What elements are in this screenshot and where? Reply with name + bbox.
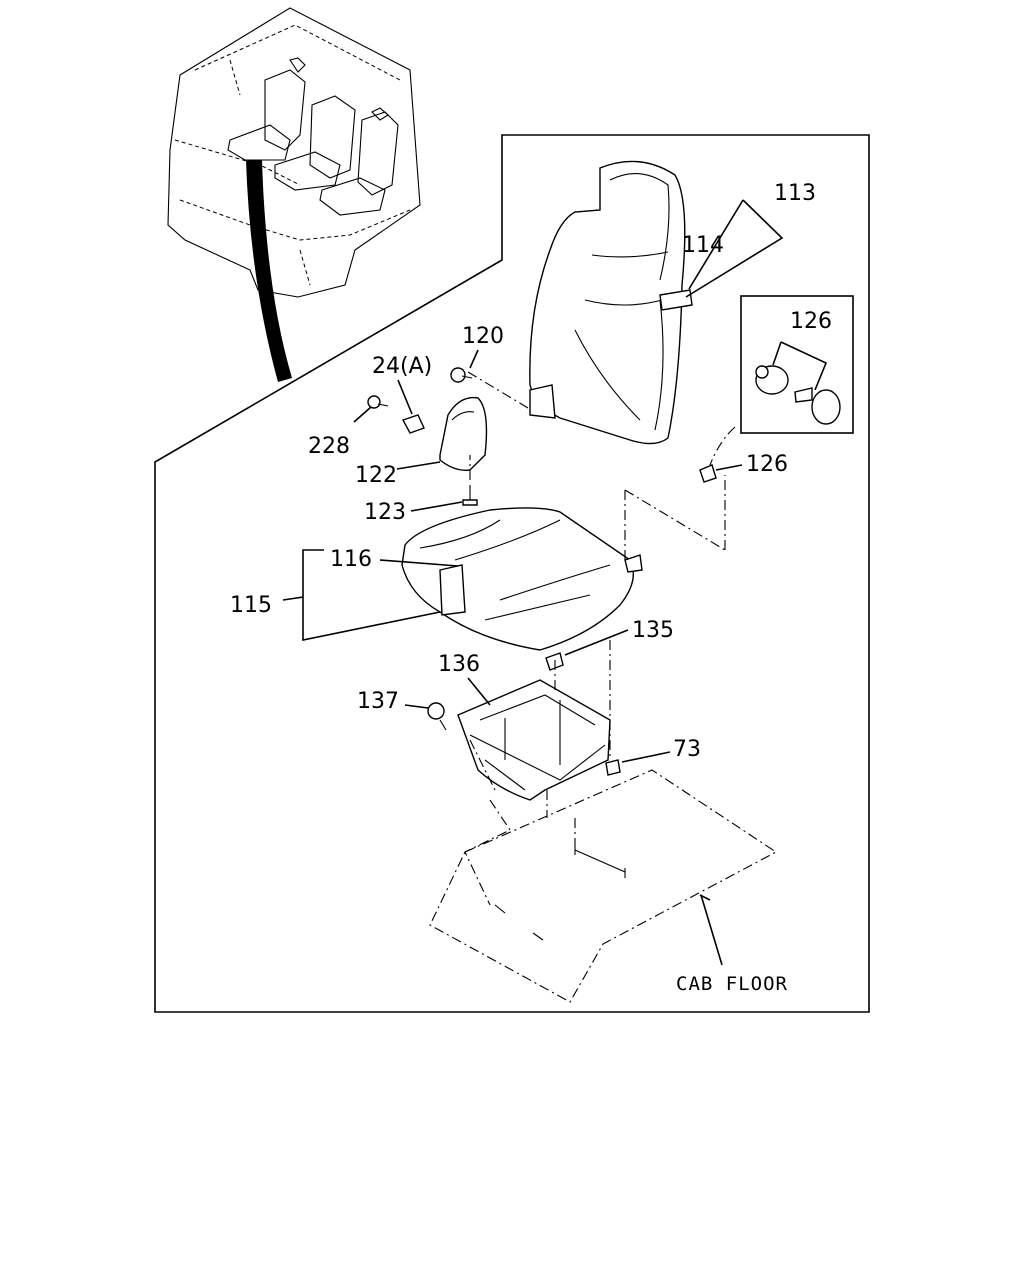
cap-126: [699, 464, 717, 483]
label-73: 73: [673, 737, 701, 762]
label-137: 137: [357, 689, 399, 714]
inset-box-126: [740, 295, 854, 434]
nut-73: [605, 759, 621, 776]
label-136: 136: [438, 652, 480, 677]
bolt-123: [462, 485, 478, 506]
label-120: 120: [462, 324, 504, 349]
label-126-inset: 126: [790, 309, 832, 334]
bracket-122: [439, 396, 488, 471]
label-113: 113: [774, 181, 816, 206]
clip-24a: [401, 414, 425, 434]
bolt-228: [367, 395, 389, 409]
label-cab-floor: CAB FLOOR: [676, 973, 788, 995]
label-114: 114: [682, 233, 724, 258]
pointer-arrow: [246, 160, 292, 382]
seat-cushion: [401, 507, 643, 651]
label-123: 123: [364, 500, 406, 525]
seat-back: [529, 160, 693, 445]
bolt-137: [427, 702, 447, 731]
label-228: 228: [308, 434, 350, 459]
bolt-120: [450, 367, 473, 383]
label-126: 126: [746, 452, 788, 477]
label-24a: 24(A): [372, 354, 432, 379]
label-135: 135: [632, 618, 674, 643]
seat-base-136: [457, 679, 611, 801]
cab-overview: [167, 7, 421, 298]
cab-floor-plate: [429, 769, 778, 1003]
label-122: 122: [355, 463, 397, 488]
label-116: 116: [330, 547, 372, 572]
label-115: 115: [230, 593, 272, 618]
inset-clip-126: [755, 365, 841, 425]
detail-frame: [154, 134, 870, 1013]
